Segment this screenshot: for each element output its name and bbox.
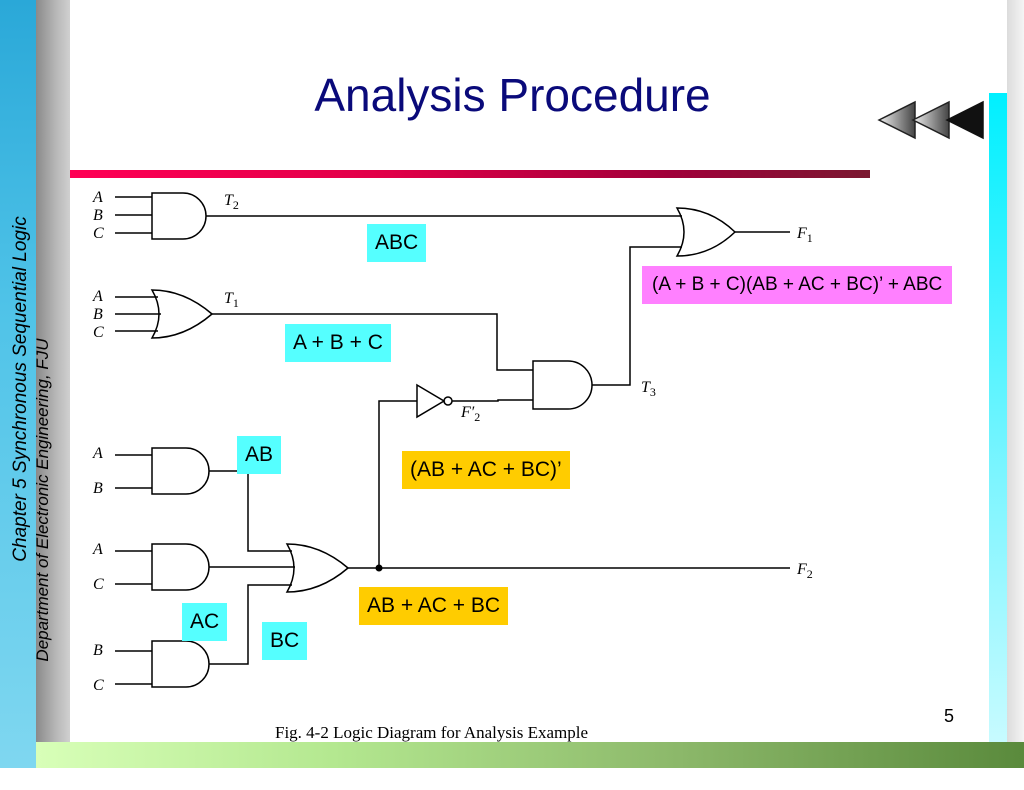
input-label: C bbox=[93, 576, 104, 593]
wires bbox=[206, 215, 790, 665]
input-label: C bbox=[93, 677, 104, 694]
left-accent-band bbox=[0, 0, 36, 768]
input-label: A bbox=[92, 541, 103, 558]
bottom-green-bar bbox=[36, 742, 1024, 768]
signal-f2: F2 bbox=[796, 561, 813, 581]
arrow-left-3 bbox=[945, 100, 984, 140]
slide-title: Analysis Procedure bbox=[314, 69, 711, 121]
expr-a-plus-b-plus-c: A + B + C bbox=[285, 324, 391, 362]
expr-bc: BC bbox=[262, 622, 308, 660]
logic-diagram: A B C A B C A B A C B C T2 T1 T3 F1 F2 F… bbox=[92, 189, 813, 742]
expr-f1: (A + B + C)(AB + AC + BC)’ + ABC bbox=[642, 266, 953, 304]
input-label: A bbox=[92, 288, 103, 305]
right-gray-band bbox=[1007, 0, 1024, 745]
page-number: 5 bbox=[944, 706, 955, 726]
and-gate-bc bbox=[115, 640, 210, 688]
expr-abc: ABC bbox=[367, 224, 427, 262]
and-gate-t3 bbox=[532, 360, 593, 410]
triple-left-arrow-icon[interactable] bbox=[877, 100, 985, 140]
input-label: A bbox=[92, 189, 103, 206]
inverter-gate bbox=[416, 383, 453, 419]
signal-t3: T3 bbox=[641, 379, 656, 399]
expr-ac: AC bbox=[182, 603, 228, 641]
input-label: A bbox=[92, 445, 103, 462]
and-gate-ab bbox=[115, 447, 210, 495]
right-cyan-band bbox=[989, 93, 1007, 745]
input-label: B bbox=[93, 306, 103, 323]
junction-dot bbox=[375, 564, 383, 572]
or-gate-abc bbox=[115, 289, 214, 339]
input-label: B bbox=[93, 207, 103, 224]
signal-f1: F1 bbox=[796, 225, 813, 245]
input-label: B bbox=[93, 642, 103, 659]
figure-caption: Fig. 4-2 Logic Diagram for Analysis Exam… bbox=[275, 723, 588, 742]
and-gate-abc bbox=[115, 192, 207, 240]
expr-f2: AB + AC + BC bbox=[359, 587, 509, 625]
or-gate-f1 bbox=[675, 207, 737, 257]
input-label: C bbox=[93, 225, 104, 242]
signal-f2-complement: F′2 bbox=[460, 404, 480, 424]
input-label: B bbox=[93, 480, 103, 497]
left-gray-band bbox=[36, 0, 70, 745]
title-rule bbox=[70, 170, 870, 178]
input-label: C bbox=[93, 324, 104, 341]
expr-f2-complement: (AB + AC + BC)’ bbox=[402, 451, 570, 489]
or-gate-majority bbox=[285, 543, 350, 593]
and-gate-ac bbox=[115, 543, 210, 591]
expr-ab: AB bbox=[237, 436, 282, 474]
signal-t1: T1 bbox=[224, 290, 239, 310]
signal-t2: T2 bbox=[224, 192, 239, 212]
